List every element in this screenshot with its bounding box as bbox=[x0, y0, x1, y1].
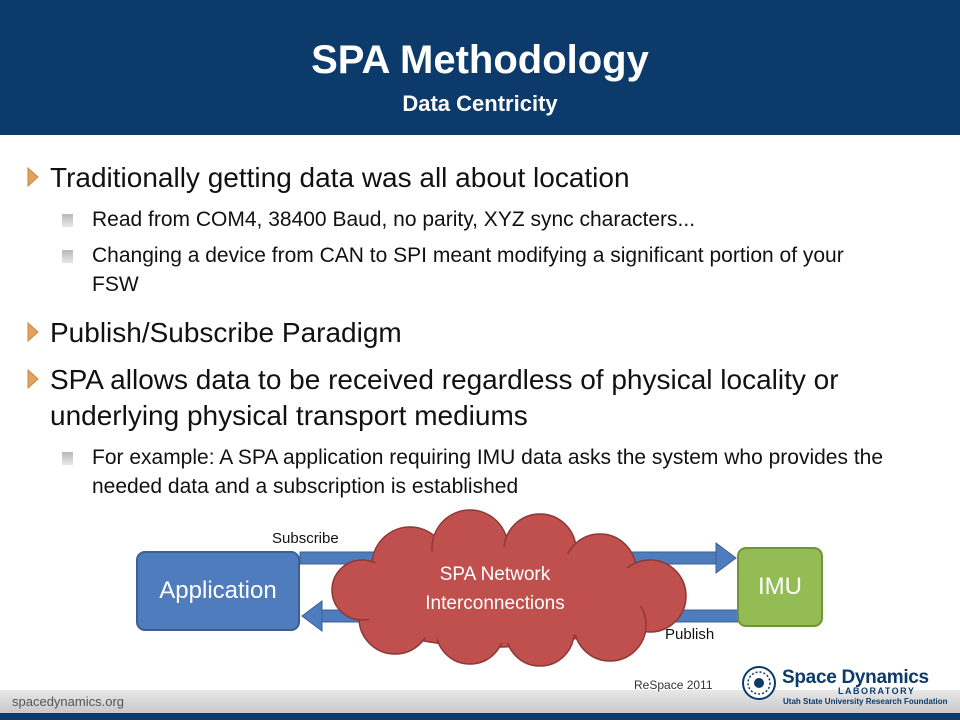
sub-bullet-square-icon bbox=[62, 452, 73, 465]
bullet-text: Publish/Subscribe Paradigm bbox=[50, 317, 402, 348]
bullet-item: Publish/Subscribe Paradigm bbox=[27, 315, 930, 351]
sub-bullet-square-icon bbox=[62, 214, 73, 227]
bullet-arrow-icon bbox=[27, 369, 39, 389]
sub-bullet-text: For example: A SPA application requiring… bbox=[92, 446, 884, 498]
slide-title: SPA Methodology bbox=[311, 38, 649, 82]
sub-bullet-text: Changing a device from CAN to SPI meant … bbox=[92, 244, 844, 296]
sub-bullet-item: Read from COM4, 38400 Baud, no parity, X… bbox=[62, 205, 892, 234]
slide-subtitle: Data Centricity bbox=[402, 91, 558, 116]
footer-event-name: ReSpace 2011 bbox=[634, 678, 713, 692]
imu-box: IMU bbox=[737, 547, 823, 627]
sub-bullet-text: Read from COM4, 38400 Baud, no parity, X… bbox=[92, 208, 696, 231]
sub-bullet-item: Changing a device from CAN to SPI meant … bbox=[62, 241, 892, 299]
cloud-label-line2: Interconnections bbox=[425, 593, 565, 614]
publish-label: Publish bbox=[665, 626, 715, 643]
bullet-item: SPA allows data to be received regardles… bbox=[27, 362, 930, 434]
lab-logo-foundation: Utah State University Research Foundatio… bbox=[783, 697, 948, 706]
application-box: Application bbox=[136, 551, 300, 631]
sub-bullet-square-icon bbox=[62, 250, 73, 263]
cloud-label: SPA Network Interconnections bbox=[380, 560, 610, 618]
cloud-label-line1: SPA Network bbox=[439, 564, 551, 585]
subscribe-label: Subscribe bbox=[272, 530, 339, 547]
title-bar: SPA Methodology Data Centricity bbox=[0, 0, 960, 135]
bullet-item: Traditionally getting data was all about… bbox=[27, 160, 930, 196]
bullet-text: SPA allows data to be received regardles… bbox=[50, 364, 839, 431]
footer-line bbox=[0, 713, 960, 720]
bullet-arrow-icon bbox=[27, 167, 39, 187]
bullet-text: Traditionally getting data was all about… bbox=[50, 162, 630, 193]
application-label: Application bbox=[159, 577, 277, 604]
footer-url: spacedynamics.org bbox=[12, 694, 124, 709]
lab-logo-subtitle: LABORATORY bbox=[838, 686, 916, 696]
imu-label: IMU bbox=[758, 573, 802, 600]
bullet-arrow-icon bbox=[27, 322, 39, 342]
lab-logo-title: Space Dynamics bbox=[782, 667, 929, 688]
sub-bullet-item: For example: A SPA application requiring… bbox=[62, 443, 892, 501]
lab-seal-icon bbox=[742, 666, 776, 700]
